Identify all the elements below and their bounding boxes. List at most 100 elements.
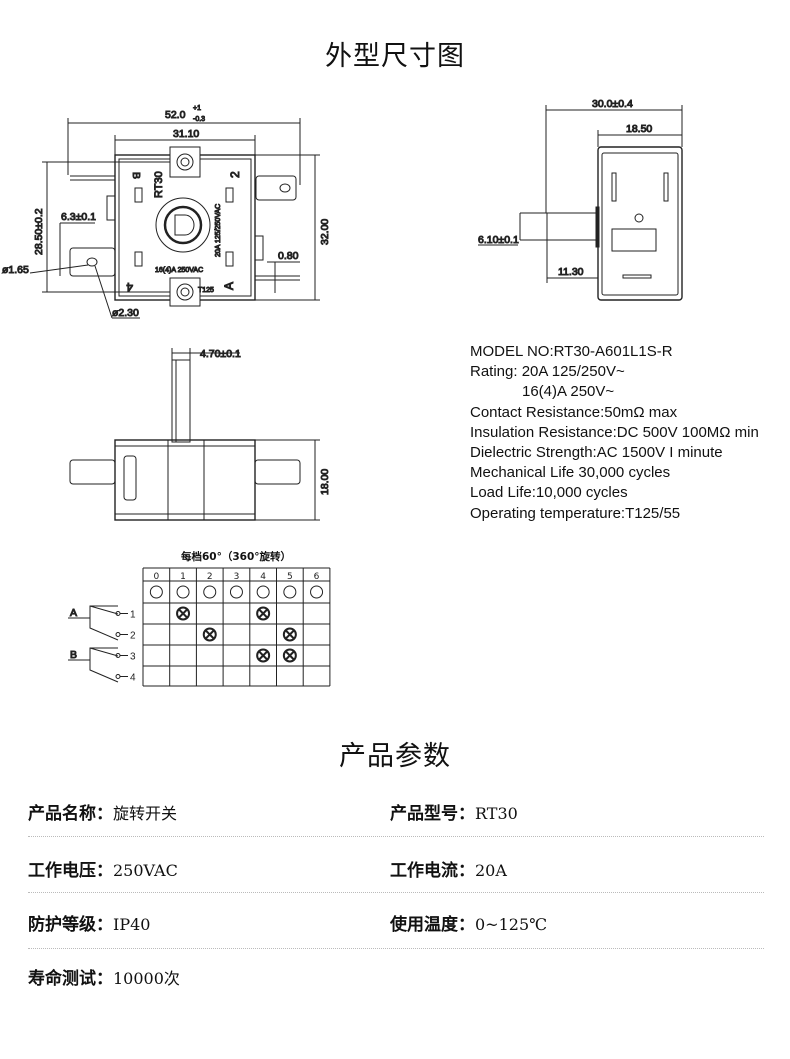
marking-term-b: B <box>130 172 142 179</box>
contact-closed-icon <box>282 648 297 663</box>
param-current: 工作电流：20A <box>390 856 507 881</box>
contact-closed-icon <box>176 606 191 621</box>
spec-rating: Rating: 20A 125/250V~ <box>470 363 625 381</box>
common-b-label: B <box>70 649 77 661</box>
param-value: 0~125℃ <box>475 915 548 934</box>
marking-rating2: 16(4)A 250VAC <box>155 267 203 274</box>
param-label: 工作电压： <box>28 861 113 881</box>
dim-hole-large: ø2.30 <box>112 307 139 319</box>
dim-height: 32.00 <box>319 219 331 245</box>
position-cam-icon <box>149 585 163 599</box>
bottom-view <box>69 348 320 521</box>
param-label: 防护等级： <box>28 915 113 935</box>
spec-mechanical-life: Mechanical Life 30,000 cycles <box>470 464 671 482</box>
contact-closed-icon <box>285 650 295 661</box>
position-cam-icon <box>203 585 217 599</box>
param-temperature: 使用温度：0~125℃ <box>390 910 547 935</box>
spec-operating-temperature: Operating temperature:T125/55 <box>470 504 681 522</box>
spec-model: MODEL NO:RT30-A601L1S-R <box>470 343 673 360</box>
divider <box>28 948 764 949</box>
dim-terminal-thickness: 0.80 <box>278 250 299 262</box>
contact-closed-icon <box>256 606 271 621</box>
contact-closed-icon <box>282 627 297 642</box>
position-label: 4 <box>260 572 266 582</box>
terminal-icon <box>115 632 121 637</box>
dimension-drawings: 52.0 +1 -0.3 31.10 32.00 28.50±0.2 6.3±0… <box>2 98 683 687</box>
marking-term-a: A <box>222 282 236 290</box>
contact-closed-icon <box>178 608 188 619</box>
dim-overall-width: 52.0 <box>165 109 186 121</box>
position-cam-icon <box>256 585 270 599</box>
dim-body-width: 31.10 <box>173 128 199 140</box>
param-value: 10000次 <box>113 969 180 988</box>
side-view <box>478 105 683 301</box>
param-voltage: 工作电压：250VAC <box>28 856 178 881</box>
param-label: 工作电流： <box>390 861 475 881</box>
dim-shaft-flat: 4.70±0.1 <box>200 348 241 360</box>
position-cam-icon <box>283 585 297 599</box>
front-view <box>29 118 320 319</box>
terminal-label: 2 <box>130 631 136 642</box>
terminal-label: 1 <box>130 610 136 621</box>
spec-rating-2: 16(4)A 250V~ <box>522 383 615 401</box>
param-value: 20A <box>475 861 507 880</box>
common-a-label: A <box>70 607 77 619</box>
contact-closed-icon <box>258 608 268 619</box>
param-label: 使用温度： <box>390 915 475 935</box>
contact-closed-icon <box>285 629 295 640</box>
dim-shaft-dia: 6.10±0.1 <box>478 234 519 246</box>
position-label: 0 <box>153 572 159 582</box>
dim-terminal-width: 6.3±0.1 <box>61 211 96 223</box>
param-label: 寿命测试： <box>28 969 113 989</box>
param-value: 旋转开关 <box>113 804 178 823</box>
position-cam-icon <box>229 585 243 599</box>
param-protection: 防护等级：IP40 <box>28 910 150 935</box>
position-label: 6 <box>314 572 320 582</box>
marking-model: RT30 <box>153 171 165 198</box>
dim-tol-minus: -0.3 <box>193 116 205 123</box>
dim-tol-plus: +1 <box>193 105 201 112</box>
spec-load-life: Load Life:10,000 cycles <box>470 484 628 502</box>
param-value: IP40 <box>113 915 151 934</box>
terminal-label: 4 <box>130 673 136 684</box>
position-label: 5 <box>287 572 293 582</box>
param-label: 产品名称： <box>28 804 113 824</box>
outline-section-title: 外型尺寸图 <box>325 41 465 72</box>
switch-table: 0 1 2 3 4 5 6 1 2 3 4 <box>115 567 331 687</box>
dim-depth: 18.00 <box>319 469 331 495</box>
contact-closed-icon <box>258 650 268 661</box>
params-section-title: 产品参数 <box>339 741 451 772</box>
spec-dielectric-strength: Dielectric Strength:AC 1500V I minute <box>470 444 723 462</box>
dim-side-body: 18.50 <box>626 123 652 135</box>
switch-table-title: 每档60°（360°旋转） <box>181 550 291 563</box>
param-label: 产品型号： <box>390 804 475 824</box>
position-cam-icon <box>176 585 190 599</box>
dim-mount-pitch: 28.50±0.2 <box>33 208 45 255</box>
param-value: RT30 <box>475 804 518 823</box>
contact-closed-icon <box>256 648 271 663</box>
param-life-test: 寿命测试：10000次 <box>28 964 180 989</box>
spec-list: MODEL NO:RT30-A601L1S-R Rating: 20A 125/… <box>470 342 759 524</box>
switch-wiring-diagram <box>68 605 119 683</box>
divider <box>28 836 764 837</box>
terminal-icon <box>115 674 121 679</box>
param-value: 250VAC <box>113 861 178 880</box>
position-label: 2 <box>207 572 213 582</box>
spec-insulation-resistance: Insulation Resistance:DC 500V 100MΩ min <box>470 423 759 441</box>
position-label: 3 <box>234 572 240 582</box>
dim-hole-small: ø1.65 <box>2 264 29 276</box>
param-product-name: 产品名称：旋转开关 <box>28 799 177 824</box>
marking-term-4: 4 <box>126 280 133 294</box>
position-label: 1 <box>180 572 186 582</box>
contact-closed-icon <box>202 627 217 642</box>
param-model: 产品型号：RT30 <box>390 799 518 824</box>
marking-term-2: 2 <box>228 171 242 178</box>
marking-rating1: 20A 125/250VAC <box>215 204 222 257</box>
spec-contact-resistance: Contact Resistance:50mΩ max <box>470 403 678 421</box>
dim-side-overall: 30.0±0.4 <box>592 98 633 110</box>
marking-temp: T125 <box>198 287 214 294</box>
contact-closed-icon <box>205 629 215 640</box>
position-cam-icon <box>310 585 324 599</box>
terminal-label: 3 <box>130 652 136 663</box>
divider <box>28 892 764 893</box>
